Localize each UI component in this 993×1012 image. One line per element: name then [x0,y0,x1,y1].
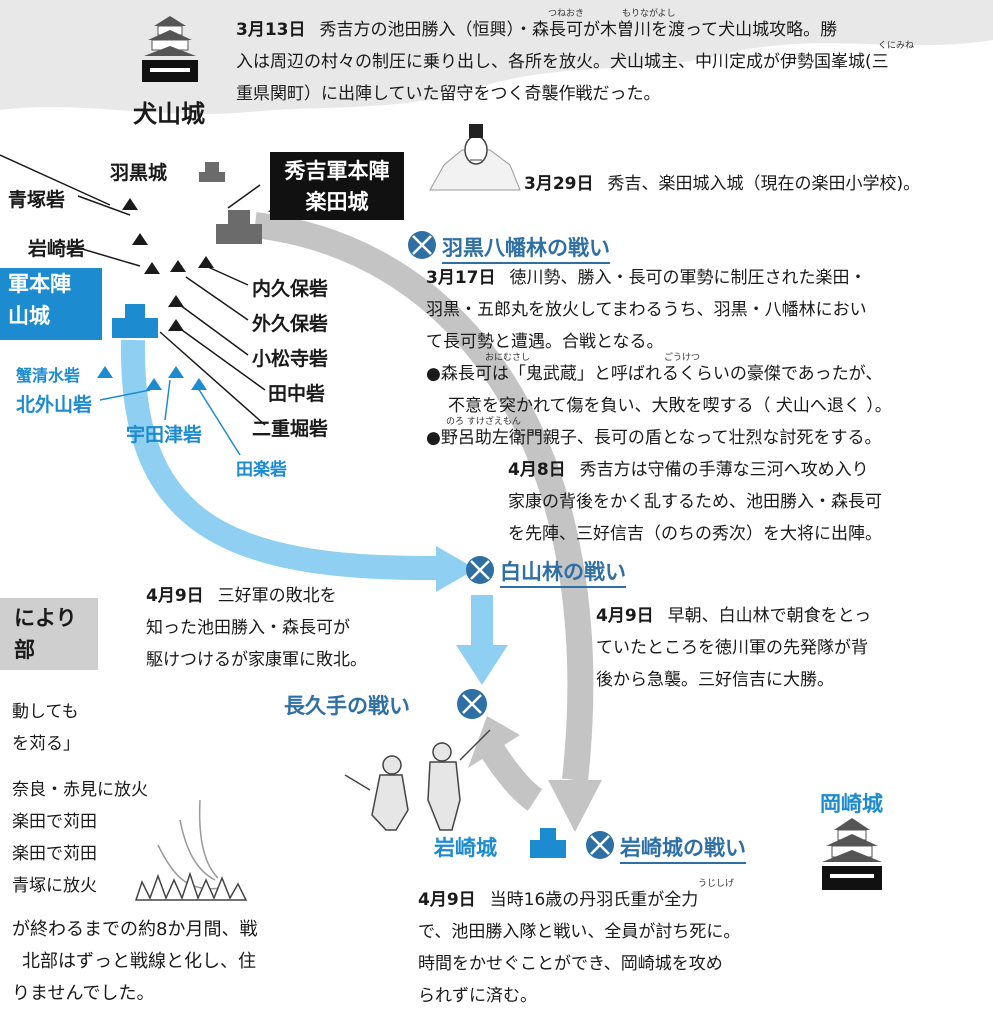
gray-arrow-retreat [481,742,543,811]
hideyoshi-hq-box: 秀吉軍本陣 楽田城 [270,152,404,220]
left-text-top: 動しても を苅る」 [12,702,80,754]
blue-arrow-march [120,339,441,581]
gray-arrow-head-2 [468,716,520,768]
inuyama-castle-illustration [142,16,198,82]
battle-icon-nagakute [457,689,487,719]
ruby-noro: のろ すけざえもん [446,417,521,427]
bottom-left-text: が終わるまでの約8か月間、戦 北部はずっと戦線と化し、住 りませんでした。 [12,919,258,1004]
fort-label-futaebori: 二重堀砦 [252,418,329,440]
fort-label-dengaku: 田楽砦 [236,460,287,480]
warriors-illustration [344,729,491,831]
ruby-kunimine: くにみね [878,41,915,51]
inuyama-description: 3月13日秀吉方の池田勝入（恒興）・森長可が木曽川を渡って犬山城攻略。勝 入は周… [236,20,889,104]
grass-fire-illustration [134,799,248,901]
fort-label-kitatoyama: 北外山砦 [16,394,93,416]
haguro-battle-title: 羽黒八幡林の戦い [442,232,610,264]
fort-label-aotsuka: 青塚砦 [8,189,66,211]
ruby-tsuneoki: つねおき [548,9,585,19]
april8-description: 4月8日秀吉方は守備の手薄な三河へ攻め入り 家康の背後をかく乱するため、池田勝入… [508,460,882,544]
april9-left-description: 4月9日三好軍の敗北を 知った池田勝入・森長可が 駆けつけるが家康軍に敗北。 [146,586,367,670]
fort-label-haguro: 羽黒城 [110,162,168,184]
gakuden-castle-icon [216,210,262,244]
hakusan-battle-title: 白山林の戦い [500,556,626,588]
fort-label-udatsu: 宇田津砦 [126,424,203,446]
ruby-ujishige: うじしげ [698,879,735,889]
left-text-list: 奈良・赤見に放火 楽田で苅田 楽田で苅田 青塚に放火 [12,780,148,896]
blue-arrow-head [436,546,476,592]
tokugawa-hq-box: 軍本陣 山城 [0,268,102,340]
fort-label-kanishimizu: 蟹清水砦 [16,366,81,385]
okazaki-castle-illustration [822,818,882,890]
okazaki-castle-label: 岡崎城 [820,792,883,816]
ruby-moriyoshi: もりながよし [622,9,676,19]
haguro-castle-icon [199,162,225,182]
hideyoshi-portrait [429,124,521,191]
ruby-goketsu: ごうけつ [664,353,701,363]
battle-icon-iwasaki [586,831,614,859]
gray-arrow-march [253,212,594,782]
battle-icon-haguro [408,231,436,259]
ruby-onimusashi: おにむさし [485,353,531,363]
haguro-battle-description: 3月17日徳川勢、勝入・長可の軍勢に制圧された楽田・ 羽黒・五郎丸を放火してまわ… [426,268,892,448]
iwasaki-description: 4月9日当時16歳の丹羽氏重が全力 で、池田勝入隊と戦い、全員が討ち死に。 時間… [418,890,741,1006]
komaki-castle-icon [112,304,158,338]
gray-arrow-head [548,780,602,832]
blue-arrow-down [471,595,493,645]
fort-label-iwasaki-toride: 岩崎砦 [28,238,86,260]
nagakute-battle-title: 長久手の戦い [284,694,410,718]
inuyama-castle-label: 犬山城 [133,100,205,128]
fort-label-sotokubo: 外久保砦 [252,313,329,335]
cloud-band [0,0,993,114]
fort-label-tanaka: 田中砦 [268,383,326,405]
gray-side-box: により 部 [0,598,98,670]
iwasaki-battle-title: 岩崎城の戦い [620,832,746,864]
april9-right-description: 4月9日早朝、白山林で朝食をとっ ていたところを徳川軍の先発隊が背 後から急襲。… [596,606,872,690]
blue-arrow-down-head [456,645,508,685]
gakuden-entry-text: 3月29日秀吉、楽田城入城（現在の楽田小学校)。 [524,174,921,194]
battle-icon-hakusan [466,556,494,584]
iwasaki-castle-label: 岩崎城 [434,836,497,860]
fort-label-uchikubo: 内久保砦 [252,278,329,300]
iwasaki-castle-icon [530,828,566,858]
fort-label-komatsuji: 小松寺砦 [252,348,329,370]
